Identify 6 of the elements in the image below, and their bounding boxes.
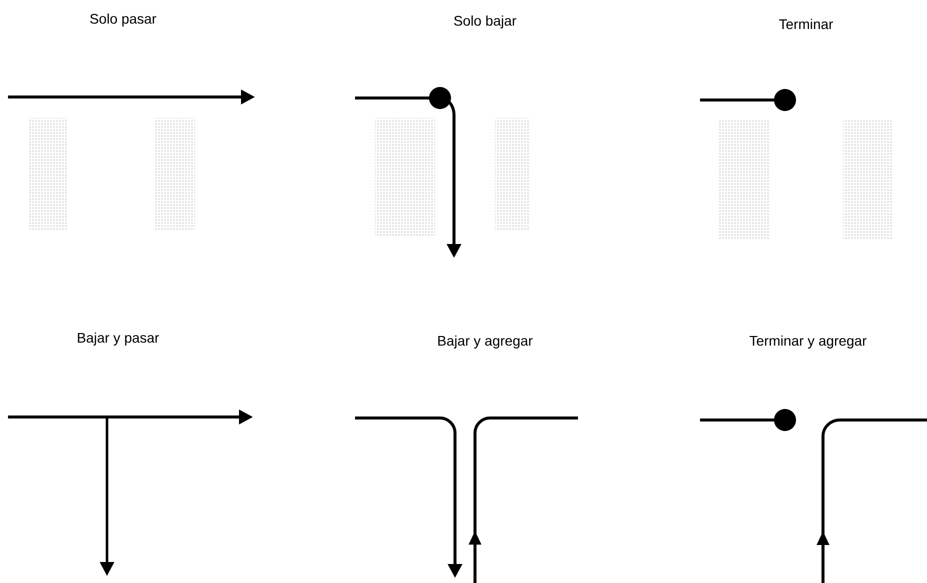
panel-title: Solo pasar: [90, 13, 156, 27]
panel-title: Bajar y agregar: [438, 335, 533, 349]
panel-title: Solo bajar: [454, 15, 516, 29]
panel-title: Bajar y pasar: [78, 332, 159, 346]
panel-title: Terminar y agregar: [750, 335, 866, 349]
panel-title: Terminar: [779, 18, 833, 30]
